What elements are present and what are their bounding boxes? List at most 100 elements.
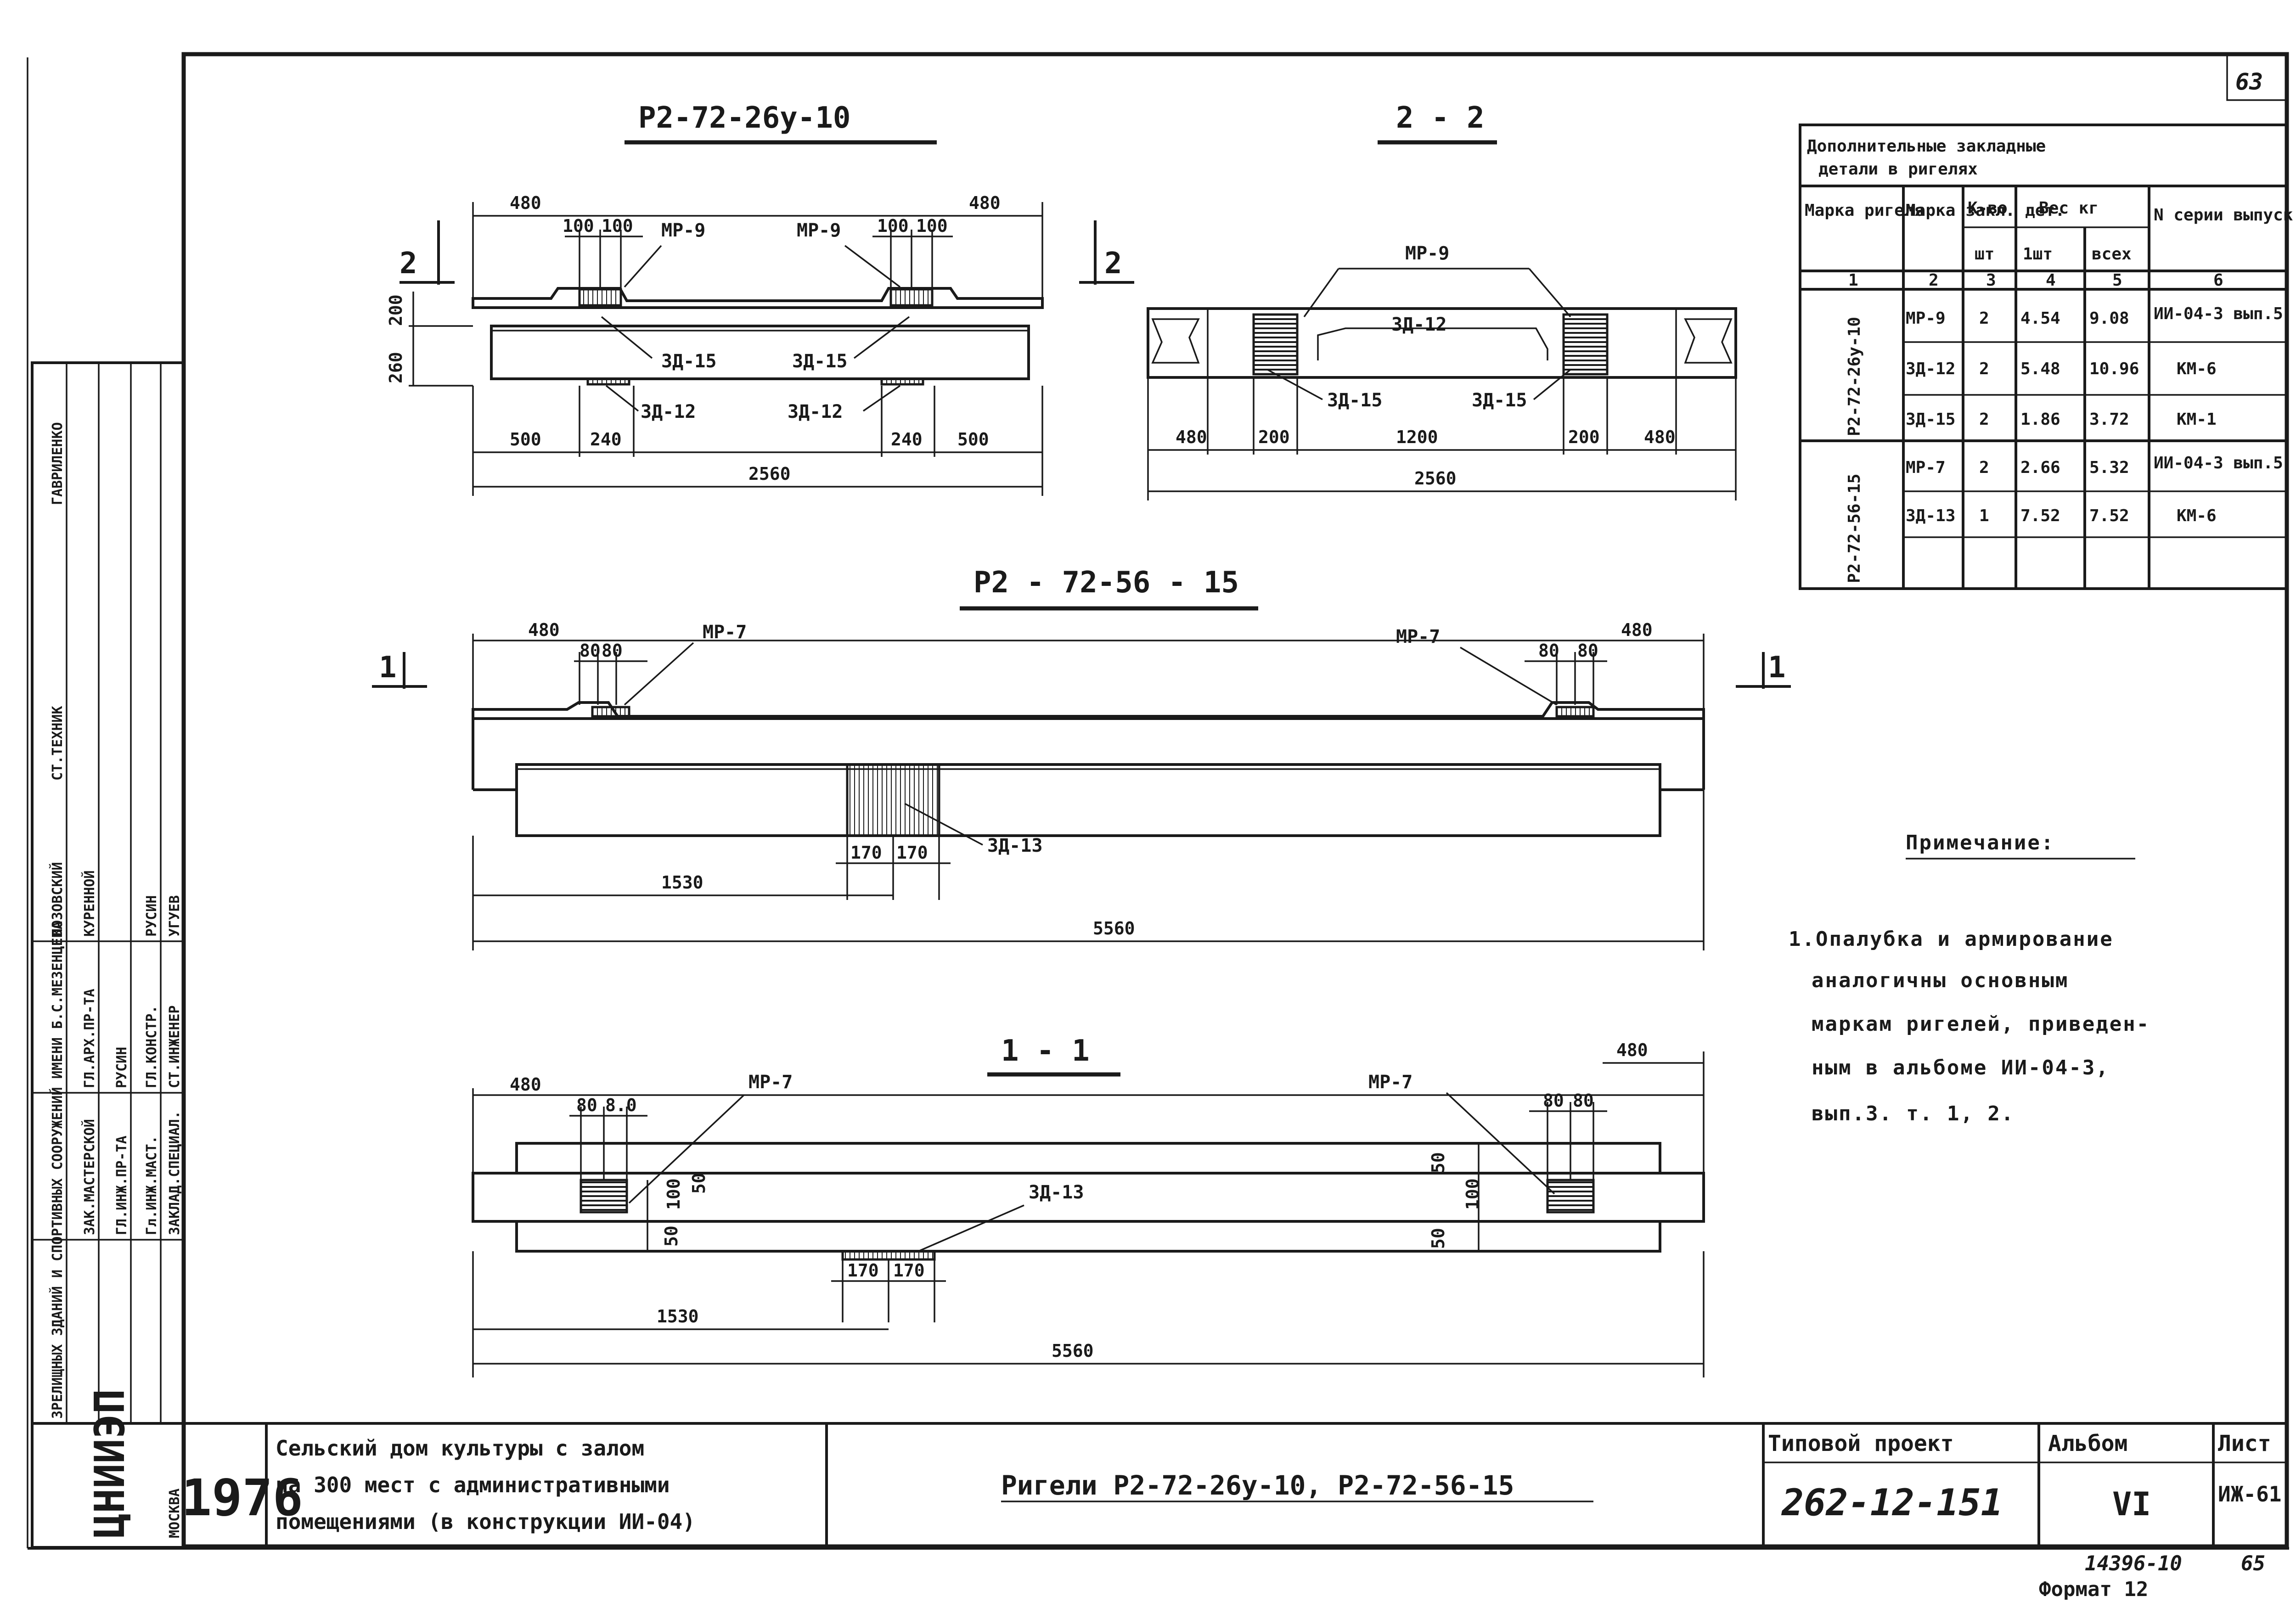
table-g1-r1-qty: 2 bbox=[1979, 309, 1989, 328]
dim-mid-80c: 80 bbox=[1538, 641, 1559, 661]
label-tl-zd15-a: ЗД-15 bbox=[661, 351, 716, 372]
th-kvo: К-во bbox=[1968, 199, 2008, 218]
dim-s11-50b: 50 bbox=[661, 1225, 681, 1247]
stamp-row-4-col-2: СТ.ИНЖЕНЕР bbox=[167, 1005, 183, 1088]
dim-tl-480-left: 480 bbox=[510, 193, 541, 213]
view-middle: Р2 - 72-56 - 15 1 1 480 480 80 80 80 bbox=[372, 566, 1791, 950]
stamp-row-1-col-3: РУСИН bbox=[114, 1047, 130, 1088]
dim-s11-170b: 170 bbox=[893, 1260, 925, 1281]
dim-s22-480a: 480 bbox=[1176, 427, 1207, 447]
dim-s11-80b: 8.0 bbox=[605, 1095, 637, 1115]
dim-s11-50a: 50 bbox=[689, 1173, 709, 1194]
dim-tl-100d: 100 bbox=[916, 216, 948, 236]
dim-tl-b500a: 500 bbox=[510, 429, 541, 450]
table-g1-r1-wall: 9.08 bbox=[2089, 309, 2129, 328]
label-tl-mp9-left: МР-9 bbox=[661, 220, 705, 241]
table-title-line1: Дополнительные закладные bbox=[1807, 137, 2046, 156]
table-g1-r3-wall: 3.72 bbox=[2089, 410, 2129, 429]
view-section-2-2: 2 - 2 МР-9 ЗД-12 ЗД-15 ЗД-15 480 200 120… bbox=[1147, 101, 1737, 500]
view-title-section-1-1: 1 - 1 bbox=[1001, 1034, 1090, 1068]
note-line-1: 1.Опалубка и армирование bbox=[1789, 927, 2114, 951]
dim-s22-1200: 1200 bbox=[1396, 427, 1438, 447]
table-g2-r2-qty: 1 bbox=[1979, 506, 1989, 525]
th-kvo-unit: шт bbox=[1975, 245, 1994, 264]
stamp-row-1-col-1: ЗРЕЛИЩНЫХ ЗДАНИЙ И СПОРТИВНЫХ СООРУЖЕНИЙ… bbox=[49, 921, 66, 1419]
dim-mid-80b: 80 bbox=[602, 641, 623, 661]
label-s22-mp9: МР-9 bbox=[1405, 243, 1449, 264]
stamp-extra-1: ГАВРИЛЕНКО bbox=[50, 422, 66, 505]
dim-s11-480-right: 480 bbox=[1616, 1040, 1648, 1060]
dim-s22-200a: 200 bbox=[1258, 427, 1290, 447]
stamp-row-1-col-2: ГЛ.ИНЖ.ПР-ТА bbox=[114, 1135, 130, 1235]
table-embedded-parts: Дополнительные закладные детали в ригеля… bbox=[1799, 124, 2296, 590]
stamp-extra-2: СТ.ТЕХНИК bbox=[50, 706, 66, 781]
th-ves: Вес кг bbox=[2039, 199, 2099, 218]
label-tl-zd15-b: ЗД-15 bbox=[792, 351, 847, 372]
cut-mark-1-right: 1 bbox=[1768, 651, 1786, 685]
dim-s11-total: 5560 bbox=[1052, 1341, 1094, 1361]
title-album-label: Альбом bbox=[2048, 1431, 2127, 1456]
label-mid-mp7-right: МР-7 bbox=[1396, 626, 1440, 647]
dim-s22-480b: 480 bbox=[1644, 427, 1676, 447]
title-object-line3: помещениями (в конструкции ИИ-04) bbox=[276, 1509, 695, 1534]
dim-s11-80d: 80 bbox=[1573, 1090, 1594, 1111]
dim-s11-100b: 100 bbox=[1463, 1178, 1483, 1210]
footer: 14396-10 65 Формат 12 bbox=[2039, 1552, 2265, 1601]
table-g1-r2-w1: 5.48 bbox=[2020, 360, 2060, 378]
stamp-row-3-col-3: РУСИН bbox=[144, 895, 160, 937]
table-g2-r1-qty: 2 bbox=[1979, 458, 1989, 477]
th-ves-1: 1шт bbox=[2023, 245, 2053, 264]
table-g2-r2-wall: 7.52 bbox=[2089, 506, 2129, 525]
note-line-4: ным в альбоме ИИ-04-3, bbox=[1812, 1056, 2110, 1079]
footer-format: Формат 12 bbox=[2039, 1578, 2148, 1600]
col-number-6: 6 bbox=[2213, 271, 2223, 290]
table-title-line2: детали в ригелях bbox=[1818, 160, 1978, 179]
stamp-org: ЦНИИЭП bbox=[86, 1389, 134, 1538]
title-object-line2: на 300 мест с административными bbox=[276, 1473, 670, 1497]
corner-sheet-number: 63 bbox=[2235, 68, 2263, 95]
stamp-row-2-col-2: ГЛ.АРХ.ПР-ТА bbox=[82, 989, 98, 1088]
table-g1-r2-ser: КМ-6 bbox=[2177, 360, 2217, 378]
notes: Примечание: 1.Опалубка и армирование ана… bbox=[1789, 831, 2150, 1125]
title-year: 1976 bbox=[181, 1468, 303, 1527]
note-line-5: вып.3. т. 1, 2. bbox=[1812, 1102, 2015, 1125]
table-g1-r3-mark: ЗД-15 bbox=[1906, 410, 1955, 429]
table-g1-r1-mark: МР-9 bbox=[1906, 309, 1946, 328]
th-marka-rigelya: Марка ригеля bbox=[1805, 201, 1924, 220]
title-object-line1: Сельский дом культуры с залом bbox=[276, 1436, 644, 1461]
note-line-3: маркам ригелей, приведен- bbox=[1812, 1012, 2150, 1036]
view-title-top-left: Р2-72-26у-10 bbox=[638, 101, 850, 135]
dim-mid-80a: 80 bbox=[580, 641, 601, 661]
dim-tl-h200: 200 bbox=[386, 294, 406, 326]
label-mid-mp7-left: МР-7 bbox=[703, 622, 747, 643]
dim-tl-b240b: 240 bbox=[891, 429, 923, 450]
col-number-5: 5 bbox=[2112, 271, 2122, 290]
label-s22-zd12: ЗД-12 bbox=[1391, 314, 1446, 335]
label-s22-zd15-b: ЗД-15 bbox=[1472, 390, 1527, 411]
label-s11-mp7-left: МР-7 bbox=[748, 1072, 793, 1093]
note-heading: Примечание: bbox=[1906, 831, 2054, 854]
view-section-1-1: 1 - 1 480 480 80 8.0 80 80 МР-7 МР-7 ЗД-… bbox=[472, 1034, 1705, 1377]
label-mid-zd13: ЗД-13 bbox=[987, 835, 1042, 856]
dim-s11-100a: 100 bbox=[664, 1178, 684, 1210]
table-rigel-group-2: Р2-72-56-15 bbox=[1845, 474, 1864, 583]
dim-tl-480-right: 480 bbox=[969, 193, 1001, 213]
label-s22-zd15-a: ЗД-15 bbox=[1327, 390, 1382, 411]
stamp-row-4-col-1: ЗАКЛАД.СПЕЦИАЛ. bbox=[167, 1111, 183, 1235]
dim-s22-200b: 200 bbox=[1568, 427, 1600, 447]
label-s11-mp7-right: МР-7 bbox=[1368, 1072, 1412, 1093]
title-block: 1976 Сельский дом культуры с залом на 30… bbox=[181, 1422, 2287, 1546]
col-number-2: 2 bbox=[1929, 271, 1939, 290]
label-tl-mp9-right: МР-9 bbox=[797, 220, 841, 241]
dim-s11-1530: 1530 bbox=[657, 1306, 699, 1327]
table-g2-r2-mark: ЗД-13 bbox=[1906, 506, 1955, 525]
sheet-frame: 63 bbox=[27, 52, 2289, 1550]
dim-tl-100c: 100 bbox=[877, 216, 909, 236]
label-tl-zd12-b: ЗД-12 bbox=[788, 401, 843, 422]
th-series: N серии выпуск лист bbox=[2154, 206, 2296, 225]
dim-s11-80a: 80 bbox=[576, 1095, 597, 1115]
stamp-extra-3: ЛОЗОВСКИЙ bbox=[49, 862, 66, 937]
dim-tl-total: 2560 bbox=[748, 464, 791, 484]
dim-s11-50c: 50 bbox=[1428, 1152, 1448, 1173]
